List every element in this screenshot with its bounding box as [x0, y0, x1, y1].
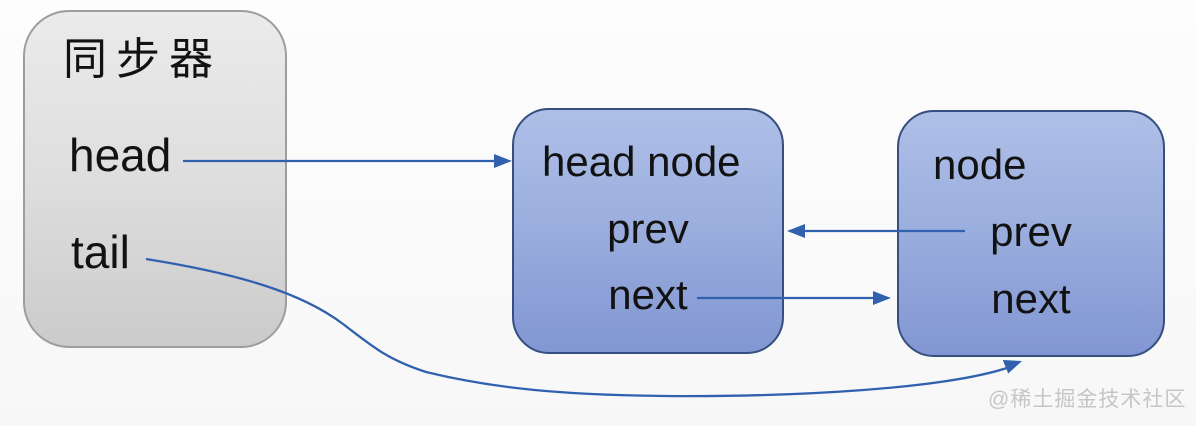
head-node-prev-label: prev [607, 205, 689, 252]
head-node-title: head node [542, 138, 741, 185]
head-node-next-label: next [608, 271, 688, 318]
head-node-box: head node prev next [512, 108, 784, 354]
node-prev-label: prev [990, 208, 1072, 255]
tail-pointer-label: tail [71, 226, 130, 278]
synchronizer-box: 同步器 head tail [23, 10, 287, 348]
watermark-text: @稀土掘金技术社区 [988, 388, 1187, 411]
head-pointer-label: head [69, 129, 172, 181]
synchronizer-title: 同步器 [63, 35, 222, 84]
node-title: node [933, 141, 1027, 188]
node-box: node prev next [897, 110, 1165, 357]
node-next-label: next [991, 275, 1071, 322]
